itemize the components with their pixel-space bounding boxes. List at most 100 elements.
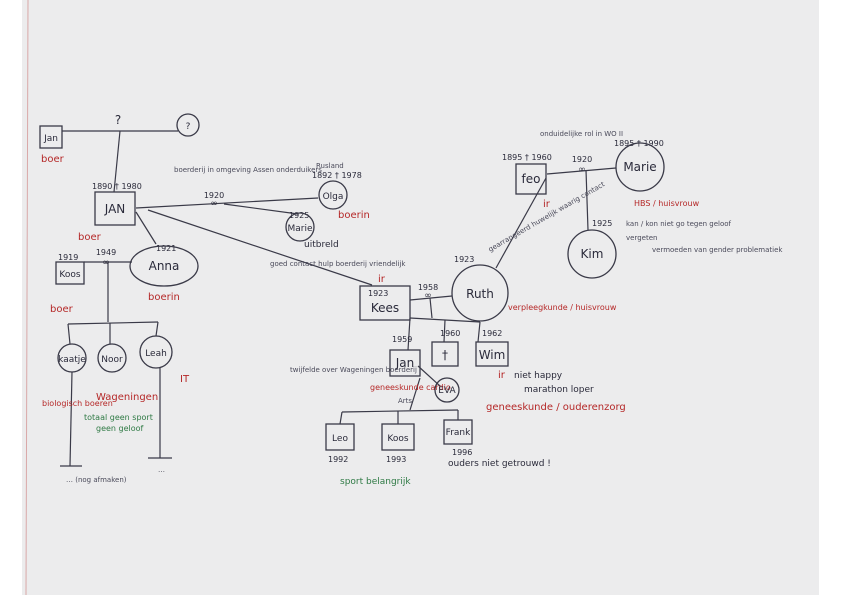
- person-koosjr-name: Koos: [387, 434, 408, 444]
- person-frank-name: Frank: [446, 428, 471, 438]
- person-koossr-name: Koos: [59, 270, 80, 280]
- person-noor-name: Noor: [101, 355, 123, 365]
- person-kaatje-role: biologisch boeren: [42, 399, 113, 408]
- person-noor-role: Wageningen: [96, 392, 158, 403]
- line-jan-olga-child: [223, 203, 299, 215]
- person-noor-circle: [97, 343, 127, 373]
- person-unknown-mark: ?: [186, 122, 191, 132]
- note-remainder: … (nog afmaken): [66, 476, 127, 484]
- person-janjr-name: Jan: [395, 356, 415, 370]
- person-jan-name: JAN: [104, 202, 126, 216]
- person-koossr-role: boer: [50, 304, 74, 315]
- note-janjr: twijfelde over Wageningen boerderij: [290, 366, 417, 374]
- person-leah-name: Leah: [145, 349, 167, 359]
- note-sports-none: totaal geen sport: [84, 413, 153, 422]
- person-marieleft-note: uitbreld: [304, 240, 339, 250]
- unknown-marker: ?: [115, 113, 121, 127]
- person-koossr-year: 1919: [58, 253, 78, 262]
- person-eva-circle: [434, 377, 460, 403]
- person-kim-name: Kim: [581, 247, 604, 261]
- person-ruth-role: verpleegkunde / huisvrouw: [508, 303, 617, 312]
- person-janjr-year: 1959: [392, 335, 412, 344]
- marriage-koosanna-year: 1949: [96, 248, 116, 257]
- person-eva-name: EVA: [438, 386, 456, 396]
- person-anna-name: Anna: [149, 259, 180, 273]
- person-jan-square: [94, 191, 136, 226]
- note-kim-line2: vergeten: [626, 234, 657, 242]
- person-cross-name: †: [442, 348, 448, 362]
- person-kim-circle: [567, 229, 617, 279]
- person-leah-circle: [139, 335, 173, 369]
- line-jan-olga: [135, 197, 319, 209]
- person-ruth-circle: [451, 264, 509, 322]
- person-kaatje-name: kaatje: [58, 355, 86, 365]
- line-top-child: [113, 130, 121, 193]
- person-marieleft-year: 1925: [289, 211, 309, 220]
- line-feomarie-kim: [585, 169, 589, 231]
- person-anna-ellipse: [129, 245, 199, 287]
- person-olga-name: Olga: [323, 192, 344, 202]
- person-wim-name: Wim: [479, 348, 506, 362]
- person-marieleft-circle: [285, 212, 315, 242]
- person-anna-role: boerin: [148, 292, 180, 303]
- person-marieleft-name: Marie: [287, 224, 312, 234]
- person-kees-square: [359, 285, 411, 321]
- person-leah-role: IT: [180, 374, 190, 385]
- person-wim-note: niet happy: [514, 371, 563, 381]
- person-cross-square: [431, 341, 459, 367]
- person-marieright-name: Marie: [623, 160, 656, 174]
- line-grandkids: [341, 409, 459, 413]
- line-feo-marie: [546, 167, 617, 175]
- person-kees-year: 1923: [368, 289, 388, 298]
- line-janjr-eva: [417, 365, 441, 387]
- line-kees-ruth: [409, 295, 453, 301]
- line-keesruth-down: [429, 297, 433, 319]
- marriage-keesruth-year: 1958: [418, 283, 438, 292]
- person-anna-year: 1921: [156, 244, 176, 253]
- marriage-koosanna-symbol: ∞: [102, 258, 110, 268]
- note-kees: goed contact hulp boerderij vriendelijk: [270, 260, 406, 268]
- note-dots: …: [158, 466, 165, 474]
- line-sib-wim: [477, 321, 481, 343]
- note-janolga: boerderij in omgeving Assen onderduikers: [174, 166, 322, 174]
- note-kim-line1: kan / kon niet go tegen geloof: [626, 220, 732, 228]
- marriage-keesruth-symbol: ∞: [424, 291, 432, 301]
- line-feo-ruth: [495, 177, 547, 269]
- person-eva-prefix: Arts: [398, 397, 412, 405]
- marriage-janolga-year: 1920: [204, 191, 224, 200]
- person-wim-role: ir: [498, 370, 506, 381]
- person-jansr-square: [39, 125, 63, 149]
- person-koosjr-square: [381, 423, 415, 451]
- person-wim-square: [475, 341, 509, 367]
- person-koosjr-year: 1993: [386, 455, 406, 464]
- marriage-feomarie-year: 1920: [572, 155, 592, 164]
- person-olga-role: boerin: [338, 210, 370, 221]
- person-olga-circle: [318, 180, 348, 210]
- line-koosanna-sibs: [67, 321, 159, 325]
- person-frank-square: [443, 419, 473, 445]
- person-olga-years: 1892 † 1978: [312, 171, 362, 180]
- person-leo-square: [325, 423, 355, 451]
- person-frank-year: 1996: [452, 448, 472, 457]
- person-marieright-circle: [615, 142, 665, 192]
- person-jan-years: 1890 † 1980: [92, 182, 142, 191]
- person-jansr-name: Jan: [43, 134, 58, 144]
- person-eva-role: geneeskunde / ouderenzorg: [486, 402, 626, 413]
- person-marieright-role: HBS / huisvrouw: [634, 199, 700, 208]
- person-jan-role: boer: [78, 232, 102, 243]
- person-jansr-role: boer: [41, 154, 65, 165]
- note-sports-important: sport belangrijk: [340, 477, 411, 487]
- line-jan-anna: [135, 211, 157, 245]
- person-janjr-role: geneeskunde cardio: [370, 383, 451, 392]
- person-feo-name: feo: [522, 172, 541, 186]
- note-parents: ouders niet getrouwd !: [448, 459, 551, 469]
- paper-sheet: [22, 0, 819, 595]
- person-cross-year: 1960: [440, 329, 460, 338]
- person-kaatje-circle: [57, 343, 87, 373]
- note-ww2: onduidelijke rol in WO II: [540, 130, 623, 138]
- person-feo-square: [515, 163, 547, 195]
- line-janjreva-down: [409, 377, 421, 411]
- paper-fold-left: [25, 0, 29, 595]
- person-ruth-year: 1923: [454, 255, 474, 264]
